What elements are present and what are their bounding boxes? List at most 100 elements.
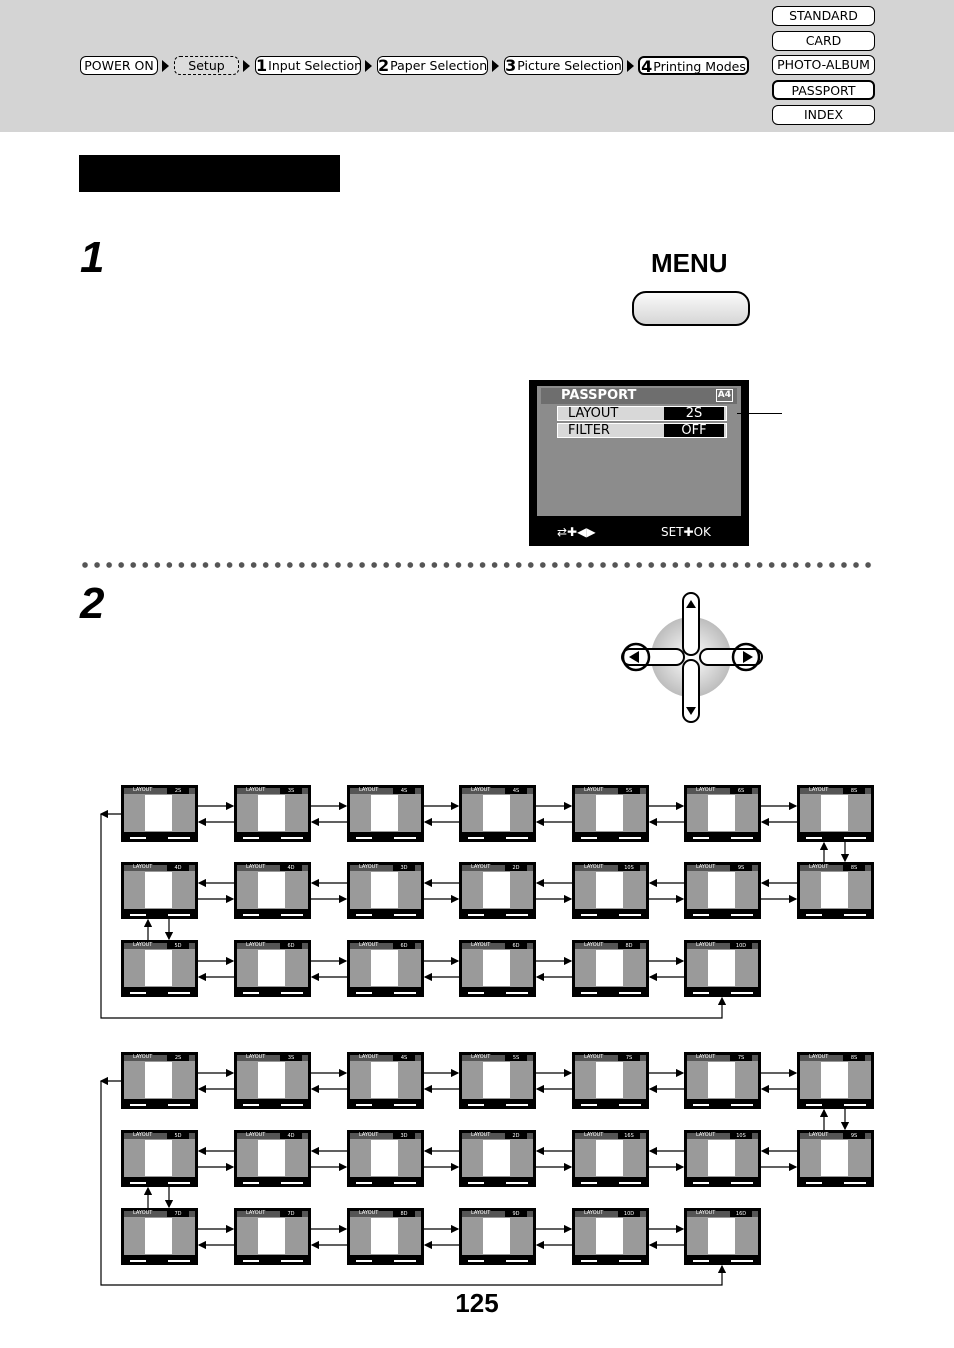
- thumbnail-label: LAYOUT: [133, 1210, 153, 1216]
- paper-preview: [708, 1218, 735, 1254]
- thumbnail-value: 4D: [167, 865, 189, 871]
- breadcrumb-label: Setup: [188, 58, 225, 73]
- thumbnail-title-bar: [237, 1055, 308, 1061]
- thumbnail-title-bar: [237, 943, 308, 949]
- thumbnail-footer: [687, 912, 758, 918]
- thumbnail-value: 2D: [505, 865, 527, 871]
- thumbnail-value: 6D: [280, 943, 302, 949]
- thumbnail-title-bar: [462, 865, 533, 871]
- breadcrumb-label: Picture Selection: [517, 58, 622, 73]
- thumbnail-footer: [350, 1180, 421, 1186]
- paper-preview: [371, 1062, 398, 1098]
- thumbnail-label: LAYOUT: [696, 1132, 716, 1138]
- thumbnail-value: 6D: [393, 943, 415, 949]
- thumbnail-footer: [237, 1258, 308, 1264]
- thumbnail-footer: [350, 835, 421, 841]
- thumbnail-label: LAYOUT: [809, 1054, 829, 1060]
- paper-preview: [483, 1218, 510, 1254]
- thumbnail-value: 8D: [393, 1211, 415, 1217]
- paper-preview: [483, 1062, 510, 1098]
- breadcrumb-label: Printing Modes: [653, 59, 746, 74]
- paper-preview: [483, 872, 510, 908]
- layout-thumbnail: LAYOUT 6D: [459, 940, 536, 997]
- thumbnail-title-bar: [687, 788, 758, 794]
- thumbnail-value: 5D: [167, 1133, 189, 1139]
- thumbnail-label: LAYOUT: [696, 787, 716, 793]
- thumbnail-value: 5S: [505, 1055, 527, 1061]
- breadcrumb-setup: Setup: [174, 56, 239, 75]
- thumbnail-value: 2D: [505, 1133, 527, 1139]
- thumbnail-value: 7S: [730, 1055, 752, 1061]
- thumbnail-value: 6D: [505, 943, 527, 949]
- breadcrumb-paper-selection: 2Paper Selection: [377, 56, 488, 75]
- thumbnail-title-bar: [350, 943, 421, 949]
- thumbnail-value: 3D: [393, 1133, 415, 1139]
- step-number: 2: [378, 56, 390, 75]
- breadcrumb-input-selection: 1Input Selection: [255, 56, 363, 75]
- thumbnail-title-bar: [575, 1133, 646, 1139]
- lcd-title: PASSPORT A4: [541, 388, 737, 404]
- arrow-pad-icon[interactable]: [614, 590, 774, 730]
- thumbnail-title-bar: [462, 1055, 533, 1061]
- thumbnail-footer: [462, 990, 533, 996]
- paper-preview: [145, 872, 172, 908]
- thumbnail-footer: [237, 835, 308, 841]
- paper-preview: [258, 1218, 285, 1254]
- flow-arrow-return: [100, 814, 727, 1019]
- thumbnail-title-bar: [800, 865, 871, 871]
- thumbnail-title-bar: [350, 1133, 421, 1139]
- breadcrumb-arrow-icon: [492, 60, 499, 72]
- thumbnail-title-bar: [124, 865, 195, 871]
- thumbnail-value: 10S: [618, 865, 640, 871]
- thumbnail-footer: [687, 1180, 758, 1186]
- thumbnail-title-bar: [462, 788, 533, 794]
- thumbnail-footer: [687, 990, 758, 996]
- paper-preview: [371, 950, 398, 986]
- thumbnail-label: LAYOUT: [471, 942, 491, 948]
- thumbnail-footer: [800, 912, 871, 918]
- lcd-row-filter: FILTER OFF: [557, 423, 727, 438]
- paper-preview: [708, 795, 735, 831]
- paper-size-badge: A4: [715, 389, 733, 402]
- thumbnail-value: 2S: [167, 788, 189, 794]
- thumbnail-footer: [462, 1258, 533, 1264]
- mode-photo-album: PHOTO-ALBUM: [772, 55, 875, 75]
- dotted-divider: [79, 561, 877, 569]
- step-2-number: 2: [80, 579, 105, 628]
- thumbnail-title-bar: [462, 1211, 533, 1217]
- paper-preview: [258, 872, 285, 908]
- thumbnail-title-bar: [124, 943, 195, 949]
- thumbnail-title-bar: [800, 1133, 871, 1139]
- thumbnail-title-bar: [237, 1211, 308, 1217]
- thumbnail-title-bar: [575, 1211, 646, 1217]
- layout-thumbnail: LAYOUT 2S: [121, 785, 198, 842]
- lcd-row-layout: LAYOUT 2S: [557, 406, 727, 421]
- mode-standard: STANDARD: [772, 6, 875, 26]
- thumbnail-label: LAYOUT: [359, 1054, 379, 1060]
- breadcrumb-label: Input Selection: [268, 58, 363, 73]
- thumbnail-label: LAYOUT: [809, 864, 829, 870]
- menu-button[interactable]: [632, 291, 750, 326]
- paper-preview: [596, 1062, 623, 1098]
- step-number: 1: [256, 56, 268, 75]
- thumbnail-label: LAYOUT: [809, 1132, 829, 1138]
- lcd-footer-right: SET✚OK: [661, 525, 711, 539]
- thumbnail-label: LAYOUT: [359, 1132, 379, 1138]
- lcd-row-value: 2S: [664, 407, 724, 420]
- breadcrumb-arrow-icon: [365, 60, 372, 72]
- thumbnail-label: LAYOUT: [133, 787, 153, 793]
- thumbnail-title-bar: [575, 865, 646, 871]
- paper-preview: [483, 795, 510, 831]
- thumbnail-title-bar: [687, 1211, 758, 1217]
